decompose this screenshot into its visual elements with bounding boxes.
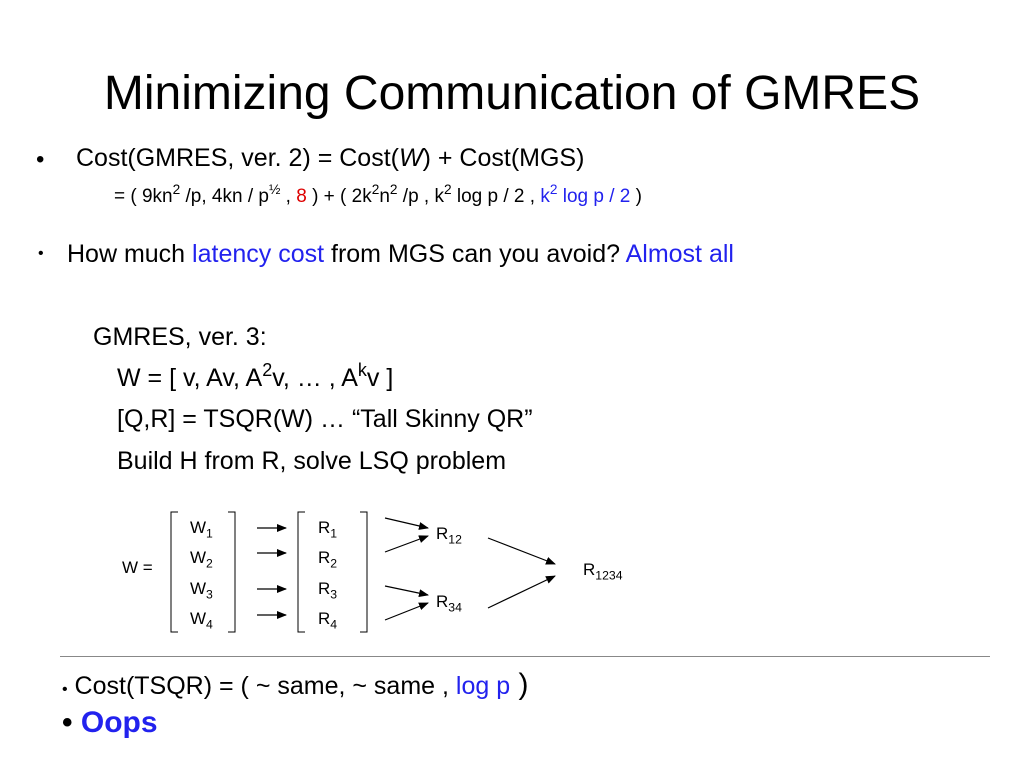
w-sub: 3 <box>206 587 213 602</box>
r-sub: 1234 <box>595 568 623 583</box>
bullet-cost-tsqr: • Cost(TSQR) = ( ~ same, ~ same , log p … <box>62 668 528 702</box>
r-bracket-left <box>297 511 305 633</box>
r-bracket-right <box>360 511 368 633</box>
eq-latency-blue: k <box>540 186 550 207</box>
arrow-r1-r12 <box>384 517 429 530</box>
eq-part: = ( 9kn <box>114 186 173 207</box>
r-base: R <box>318 609 331 628</box>
eq-part: , <box>280 186 297 207</box>
almost-all-highlight: Almost all <box>625 240 734 268</box>
bullet-oops: • Oops <box>62 706 158 740</box>
w-sub: 4 <box>206 617 213 632</box>
w-bracket-left <box>170 511 178 633</box>
log-p-highlight: log p <box>455 672 511 700</box>
w-base: W <box>190 579 207 598</box>
w-italic: W <box>399 144 423 172</box>
cost-equation: = ( 9kn2 /p, 4kn / p½ , 8 ) + ( 2k2n2 /p… <box>114 183 642 208</box>
eq-part: /p, 4kn / p <box>180 186 269 207</box>
algo-line-2: W = [ v, Av, A2v, … , Akv ] <box>117 361 394 393</box>
w-sub: 1 <box>206 526 213 541</box>
r-base: R <box>318 548 331 567</box>
eq-sup: ½ <box>268 182 281 197</box>
divider-line <box>60 656 990 657</box>
slide-title: Minimizing Communication of GMRES <box>103 67 921 120</box>
sup: 2 <box>262 359 273 380</box>
w-base: W <box>190 548 207 567</box>
bullet-cost-gmres: Cost(GMRES, ver. 2) = Cost(W) + Cost(MGS… <box>76 144 584 173</box>
arrow-r34-r1234 <box>487 575 556 609</box>
w3-label: W3 <box>190 579 213 602</box>
text: from MGS can you avoid? <box>324 240 626 268</box>
closing-paren: ) <box>510 668 529 701</box>
bullet-dot: • <box>36 146 45 173</box>
text: Cost(GMRES, ver. 2) = Cost( <box>76 144 399 172</box>
text: How much <box>67 240 193 268</box>
w-base: W <box>190 518 207 537</box>
r-base: R <box>583 560 596 579</box>
w-sub: 2 <box>206 556 213 571</box>
r-base: R <box>436 592 449 611</box>
text: ) + Cost(MGS) <box>422 144 585 172</box>
oops-text: Oops <box>80 706 158 739</box>
r2-label: R2 <box>318 548 338 571</box>
w-base: W <box>190 609 207 628</box>
text: W = [ v, Av, A <box>117 364 263 392</box>
r1-label: R1 <box>318 518 338 541</box>
r-sub: 1 <box>330 526 338 541</box>
r3-label: R3 <box>318 579 338 602</box>
eq-sup: 2 <box>371 182 380 197</box>
text: v ] <box>366 364 394 392</box>
w1-label: W1 <box>190 518 213 541</box>
w4-label: W4 <box>190 609 213 632</box>
r-base: R <box>436 524 449 543</box>
bullet-dot: • <box>62 681 68 698</box>
arrow-r4-r34 <box>384 602 429 621</box>
w2-label: W2 <box>190 548 213 571</box>
w-equals-label: W = <box>122 558 153 577</box>
eq-sup: 2 <box>389 182 398 197</box>
eq-part: log p / 2 , <box>451 186 541 207</box>
eq-sup: 2 <box>549 182 558 197</box>
text: Cost(TSQR) = ( ~ same, ~ same , <box>67 672 456 700</box>
eq-part: ) <box>630 186 642 207</box>
eq-part: ) + ( 2k <box>306 186 372 207</box>
eq-sup: 2 <box>172 182 181 197</box>
w-bracket-right <box>228 511 236 633</box>
arrow-r2-r12 <box>384 535 429 553</box>
r-base: R <box>318 579 331 598</box>
bullet-latency-question: How much latency cost from MGS can you a… <box>67 240 734 269</box>
tsqr-diagram: W = W1 W2 W3 W4 R1 R2 R3 R4 R12 R34 R123… <box>100 500 660 650</box>
r4-label: R4 <box>318 609 338 632</box>
latency-cost-highlight: latency cost <box>192 240 325 268</box>
r1234-label: R1234 <box>583 560 623 583</box>
r12-label: R12 <box>436 524 462 547</box>
sup: k <box>357 359 367 380</box>
eq-sup: 2 <box>444 182 452 197</box>
algo-line-1: GMRES, ver. 3: <box>93 323 267 351</box>
r-sub: 2 <box>330 556 338 571</box>
r-sub: 12 <box>448 532 462 547</box>
r-sub: 34 <box>448 600 462 615</box>
eq-part: /p , k <box>397 186 444 207</box>
arrow-r12-r1234 <box>487 537 556 565</box>
eq-latency-red: 8 <box>296 186 307 207</box>
r34-label: R34 <box>436 592 462 615</box>
algo-line-4: Build H from R, solve LSQ problem <box>117 447 507 475</box>
r-sub: 3 <box>330 587 338 602</box>
r-base: R <box>318 518 331 537</box>
algo-line-3: [Q,R] = TSQR(W) … “Tall Skinny QR” <box>117 405 533 433</box>
eq-latency-blue: log p / 2 <box>557 186 631 207</box>
text: v, … , A <box>272 364 358 392</box>
bullet-dot: • <box>38 245 44 262</box>
r-sub: 4 <box>330 617 338 632</box>
bullet-dot: • <box>62 706 73 739</box>
eq-part: n <box>379 186 390 207</box>
tsqr-diagram-lines <box>170 511 556 633</box>
arrow-r3-r34 <box>384 585 429 598</box>
